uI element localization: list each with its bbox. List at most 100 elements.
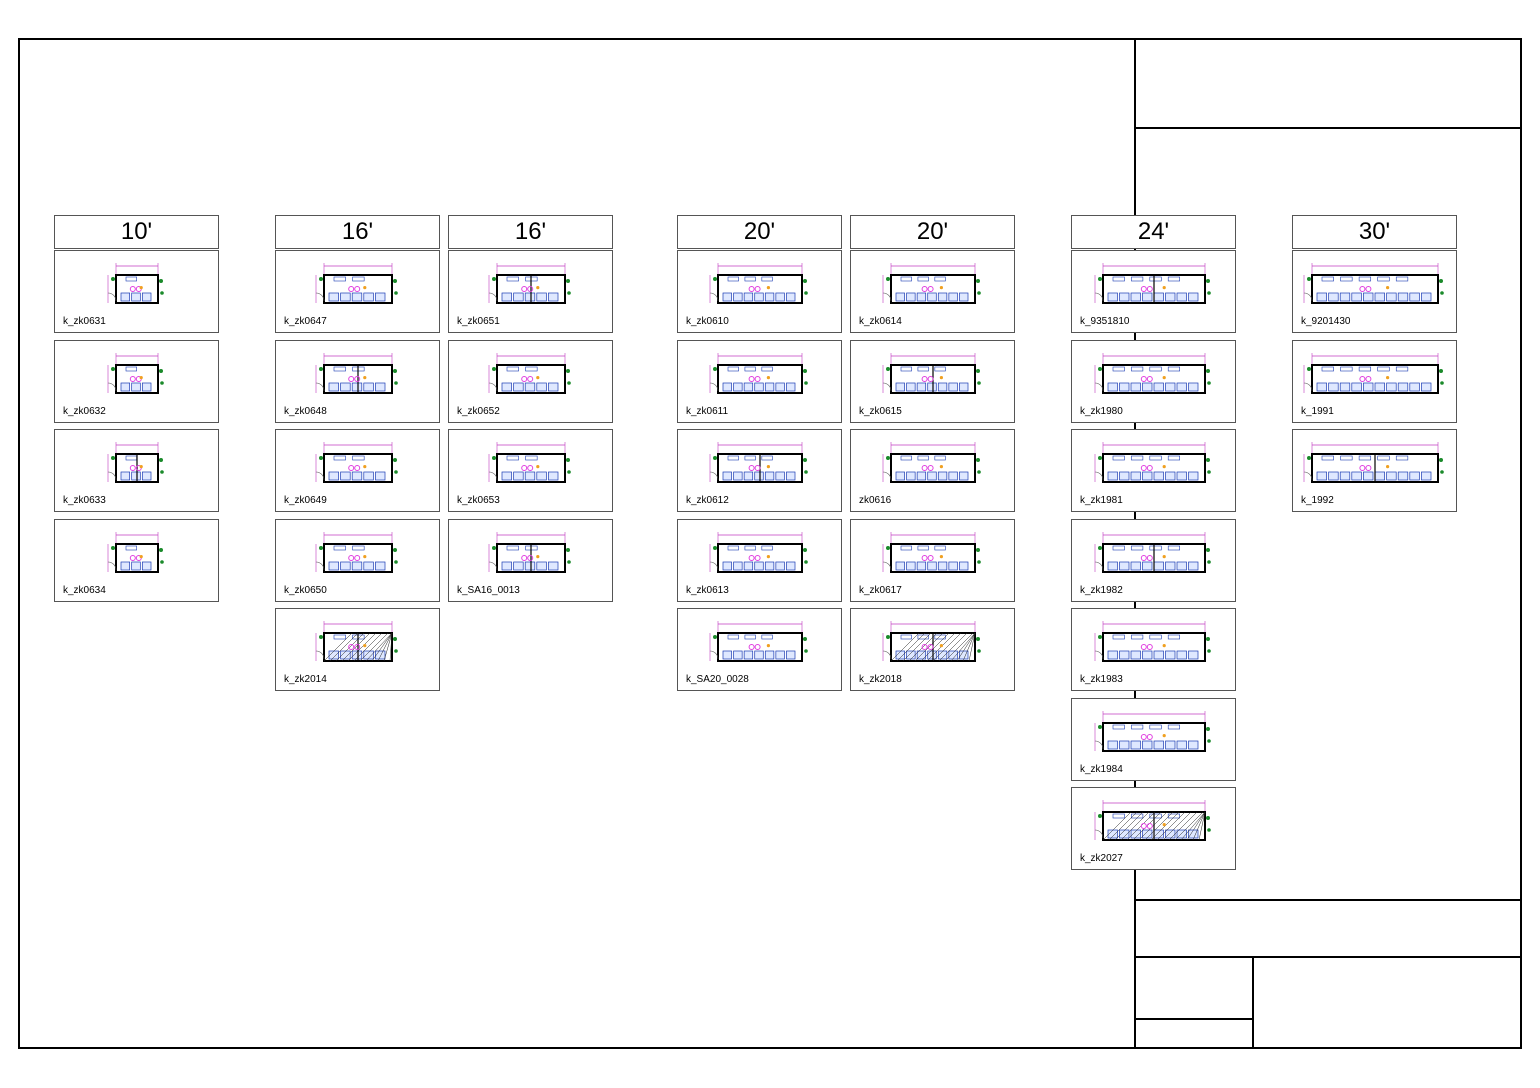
floor-plan-drawing [1094, 711, 1211, 752]
plan-code-label: k_zk0617 [859, 585, 902, 596]
plan-code-label: k_zk2018 [859, 674, 902, 685]
floor-plan-drawing [488, 263, 571, 304]
floor-plan-drawing [315, 621, 398, 662]
floor-plan-card[interactable]: k_zk0634 [54, 519, 219, 602]
floor-plan-drawing [1094, 263, 1211, 304]
floor-plan-card[interactable]: k_zk0614 [850, 250, 1015, 333]
size-heading: 16' [448, 215, 613, 249]
plan-code-label: k_zk0614 [859, 316, 902, 327]
plan-code-label: k_zk0634 [63, 585, 106, 596]
title-block-line [1252, 956, 1254, 1049]
plan-code-label: zk0616 [859, 495, 892, 506]
floor-plan-card[interactable]: k_zk0617 [850, 519, 1015, 602]
size-heading: 20' [677, 215, 842, 249]
floor-plan-card[interactable]: k_zk1980 [1071, 340, 1236, 423]
floor-plan-card[interactable]: k_zk0611 [677, 340, 842, 423]
floor-plan-drawing [1094, 621, 1211, 662]
floor-plan-card[interactable]: k_zk1984 [1071, 698, 1236, 781]
floor-plan-drawing [107, 353, 164, 394]
title-block-line [1134, 127, 1522, 129]
floor-plan-card[interactable]: zk0616 [850, 429, 1015, 512]
size-heading: 30' [1292, 215, 1457, 249]
plan-code-label: k_zk0647 [284, 316, 327, 327]
floor-plan-drawing [882, 263, 981, 304]
floor-plan-card[interactable]: k_zk2018 [850, 608, 1015, 691]
floor-plan-card[interactable]: k_zk0652 [448, 340, 613, 423]
floor-plan-card[interactable]: k_zk1981 [1071, 429, 1236, 512]
plan-code-label: k_9351810 [1080, 316, 1130, 327]
plan-code-label: k_zk0613 [686, 585, 729, 596]
plan-code-label: k_zk1983 [1080, 674, 1123, 685]
floor-plan-card[interactable]: k_zk2027 [1071, 787, 1236, 870]
floor-plan-card[interactable]: k_zk0631 [54, 250, 219, 333]
plan-code-label: k_zk0632 [63, 406, 106, 417]
floor-plan-drawing [107, 532, 164, 573]
floor-plan-drawing [882, 353, 981, 394]
floor-plan-drawing [709, 263, 808, 304]
floor-plan-drawing [1094, 800, 1211, 841]
floor-plan-card[interactable]: k_zk0632 [54, 340, 219, 423]
plan-code-label: k_SA16_0013 [457, 585, 520, 596]
floor-plan-drawing [107, 263, 164, 304]
floor-plan-drawing [1094, 532, 1211, 573]
plan-code-label: k_zk2027 [1080, 853, 1123, 864]
plan-code-label: k_zk0653 [457, 495, 500, 506]
plan-code-label: k_zk1984 [1080, 764, 1123, 775]
plan-code-label: k_zk0615 [859, 406, 902, 417]
floor-plan-drawing [488, 442, 571, 483]
floor-plan-drawing [709, 442, 808, 483]
floor-plan-card[interactable]: k_9201430 [1292, 250, 1457, 333]
plan-code-label: k_zk0611 [686, 406, 729, 417]
floor-plan-card[interactable]: k_SA16_0013 [448, 519, 613, 602]
floor-plan-card[interactable]: k_SA20_0028 [677, 608, 842, 691]
plan-code-label: k_zk0652 [457, 406, 500, 417]
floor-plan-drawing [488, 353, 571, 394]
floor-plan-card[interactable]: k_zk0651 [448, 250, 613, 333]
plan-code-label: k_zk0650 [284, 585, 327, 596]
floor-plan-card[interactable]: k_1991 [1292, 340, 1457, 423]
plan-code-label: k_zk1982 [1080, 585, 1123, 596]
floor-plan-drawing [1303, 442, 1444, 483]
floor-plan-drawing [709, 532, 808, 573]
floor-plan-card[interactable]: k_zk1982 [1071, 519, 1236, 602]
floor-plan-card[interactable]: k_zk0610 [677, 250, 842, 333]
floor-plan-card[interactable]: k_zk0649 [275, 429, 440, 512]
plan-code-label: k_1991 [1301, 406, 1334, 417]
size-heading: 20' [850, 215, 1015, 249]
size-heading: 16' [275, 215, 440, 249]
floor-plan-card[interactable]: k_zk0633 [54, 429, 219, 512]
floor-plan-drawing [709, 353, 808, 394]
floor-plan-card[interactable]: k_zk2014 [275, 608, 440, 691]
floor-plan-drawing [1094, 442, 1211, 483]
floor-plan-card[interactable]: k_1992 [1292, 429, 1457, 512]
floor-plan-card[interactable]: k_zk0650 [275, 519, 440, 602]
size-heading: 10' [54, 215, 219, 249]
floor-plan-drawing [1094, 353, 1211, 394]
plan-code-label: k_zk0651 [457, 316, 500, 327]
floor-plan-card[interactable]: k_9351810 [1071, 250, 1236, 333]
floor-plan-drawing [882, 532, 981, 573]
floor-plan-drawing [1303, 353, 1444, 394]
plan-code-label: k_1992 [1301, 495, 1334, 506]
floor-plan-card[interactable]: k_zk0612 [677, 429, 842, 512]
plan-code-label: k_SA20_0028 [686, 674, 749, 685]
title-block-line [1134, 956, 1522, 958]
title-block-line [1134, 899, 1522, 901]
floor-plan-drawing [709, 621, 808, 662]
floor-plan-card[interactable]: k_zk0653 [448, 429, 613, 512]
floor-plan-drawing [315, 532, 398, 573]
floor-plan-card[interactable]: k_zk0648 [275, 340, 440, 423]
drawing-frame [18, 38, 1522, 1049]
floor-plan-card[interactable]: k_zk0647 [275, 250, 440, 333]
floor-plan-drawing [315, 442, 398, 483]
floor-plan-drawing [882, 621, 981, 662]
plan-code-label: k_zk0649 [284, 495, 327, 506]
floor-plan-drawing [882, 442, 981, 483]
floor-plan-card[interactable]: k_zk0613 [677, 519, 842, 602]
floor-plan-card[interactable]: k_zk0615 [850, 340, 1015, 423]
floor-plan-card[interactable]: k_zk1983 [1071, 608, 1236, 691]
plan-code-label: k_zk0648 [284, 406, 327, 417]
plan-code-label: k_zk0612 [686, 495, 729, 506]
plan-code-label: k_zk1980 [1080, 406, 1123, 417]
plan-code-label: k_zk0610 [686, 316, 729, 327]
